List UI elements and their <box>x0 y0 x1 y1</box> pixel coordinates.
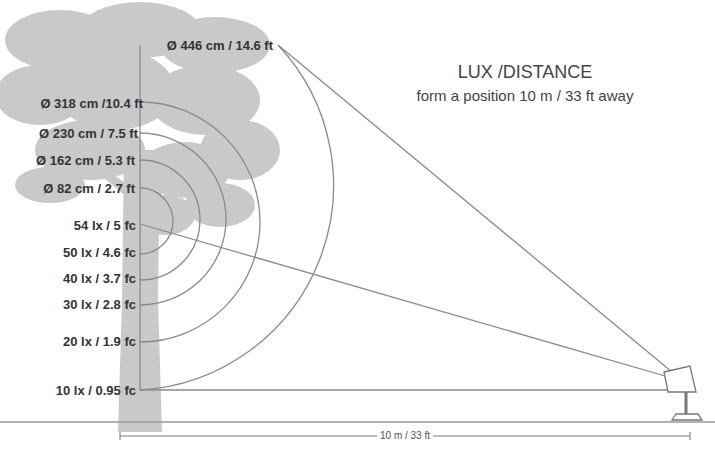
dimension-line <box>120 432 690 440</box>
distance-label: 10 m / 33 ft <box>377 431 433 441</box>
tree <box>0 2 280 432</box>
diameter-label: Ø 82 cm / 2.7 ft <box>43 182 135 195</box>
diameter-label: Ø 446 cm / 14.6 ft <box>167 39 273 52</box>
diameter-label: Ø 230 cm / 7.5 ft <box>39 127 138 140</box>
lux-label: 54 lx / 5 fc <box>74 219 136 232</box>
diagram-title: LUX /DISTANCE <box>458 63 593 81</box>
lux-label: 20 lx / 1.9 fc <box>63 335 136 348</box>
diameter-label: Ø 162 cm / 5.3 ft <box>36 154 135 167</box>
lux-label: 30 lx / 2.8 fc <box>63 298 136 311</box>
lux-label: 10 lx / 0.95 fc <box>56 384 136 397</box>
spotlight <box>664 366 702 420</box>
diameter-label: Ø 318 cm /10.4 ft <box>40 97 143 110</box>
subtitle: form a position 10 m / 33 ft away <box>417 88 634 103</box>
light-cone <box>140 45 672 390</box>
ground-line <box>0 421 715 423</box>
lux-label: 50 lx / 4.6 fc <box>63 246 136 259</box>
lux-label: 40 lx / 3.7 fc <box>63 272 136 285</box>
